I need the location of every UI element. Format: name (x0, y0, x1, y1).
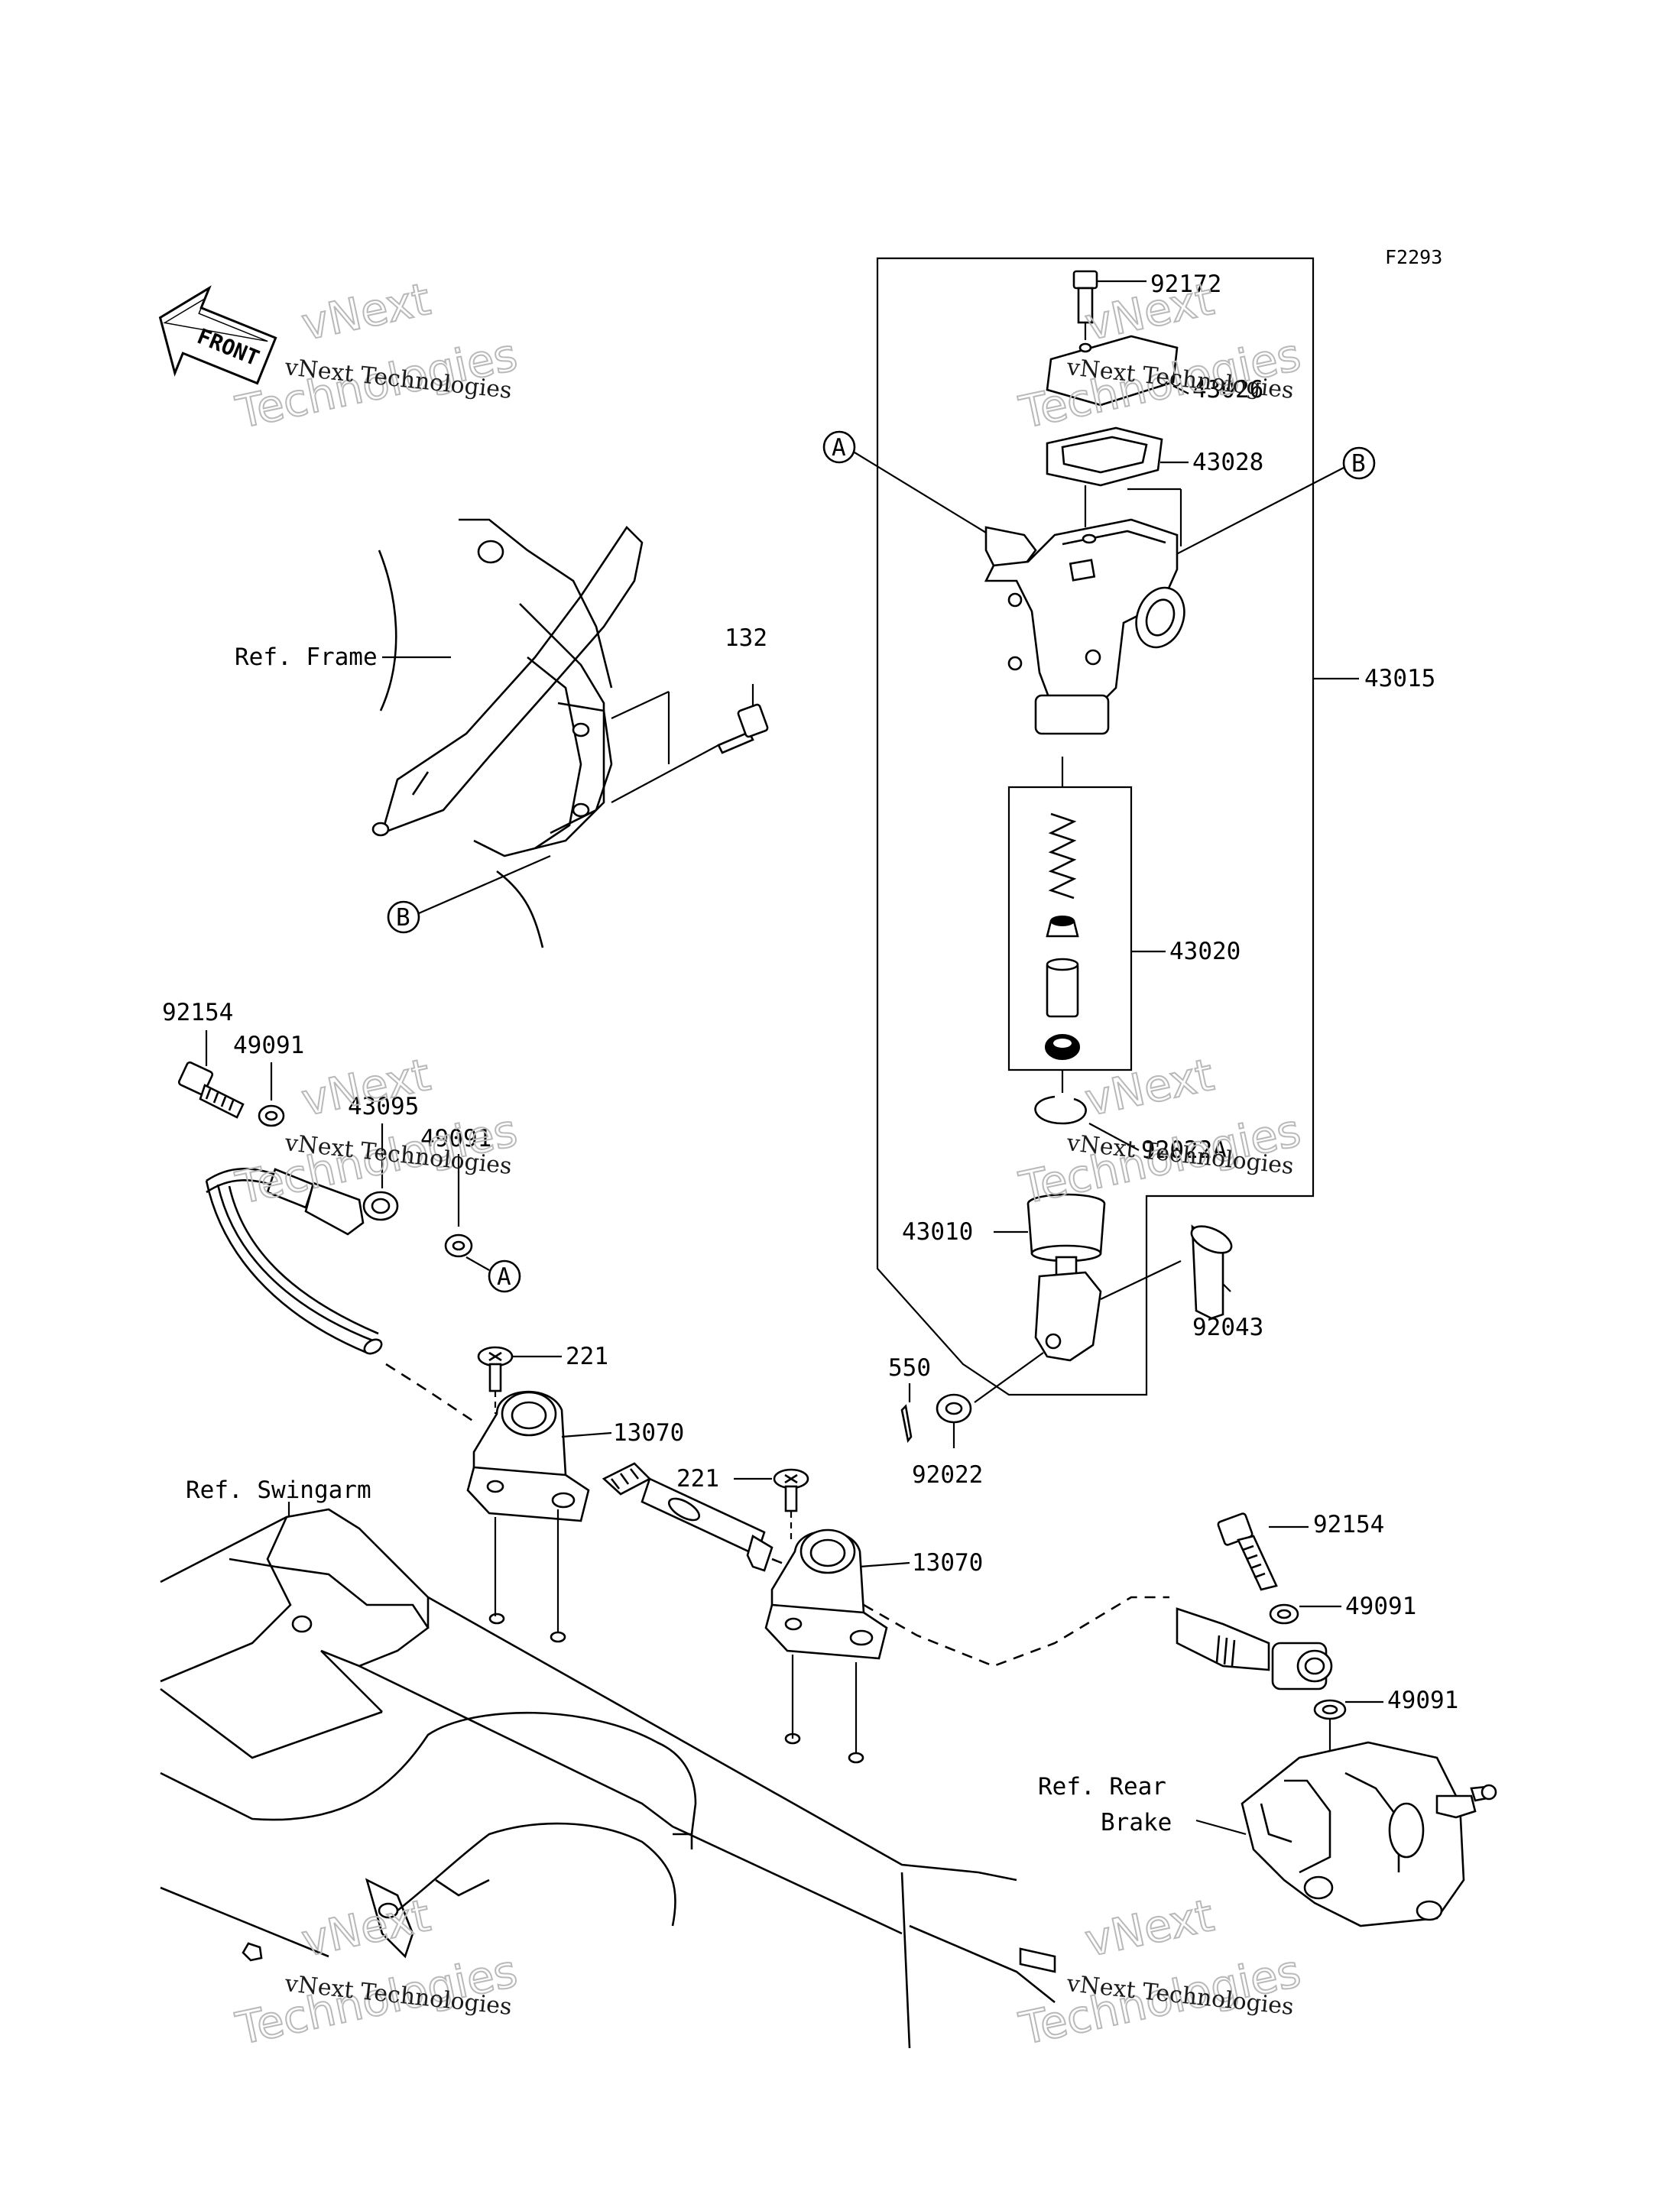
part-label-43095: 43095 (348, 1093, 419, 1120)
brake-hose-43095 (205, 1123, 475, 1423)
watermark-bottom-right: vNext Technologies vNext Technologies (1014, 1888, 1306, 2056)
clamp-13070-left (466, 1390, 612, 1632)
bolt-92172 (1072, 270, 1146, 340)
part-label-221-left: 221 (566, 1343, 608, 1370)
reservoir-cap-43026 (1046, 335, 1189, 407)
marker-a-hose-label: A (497, 1263, 511, 1291)
marker-a-hose-icon (488, 1259, 521, 1293)
ref-frame-label: Ref. Frame (235, 643, 378, 671)
part-label-43028: 43028 (1192, 449, 1263, 476)
part-label-49091-mid: 49091 (420, 1125, 491, 1152)
marker-a-label: A (832, 434, 846, 462)
part-label-92154-bot: 92154 (1313, 1511, 1384, 1538)
master-cylinder-assembly (876, 257, 1359, 1396)
part-label-43015: 43015 (1364, 665, 1435, 692)
pin-92043 (1100, 1224, 1233, 1320)
part-label-92043: 92043 (1192, 1314, 1263, 1341)
clamp-13070-right (764, 1528, 910, 1754)
part-label-550: 550 (888, 1354, 931, 1382)
piston-kit-43020 (1007, 786, 1166, 1093)
part-label-43020: 43020 (1169, 938, 1241, 965)
part-label-49091-bot2: 49091 (1387, 1687, 1458, 1714)
part-label-132: 132 (725, 624, 767, 652)
screw-221-right (734, 1468, 809, 1544)
marker-b-frame-icon (387, 900, 420, 934)
part-label-43026: 43026 (1192, 376, 1263, 404)
marker-a-icon (822, 430, 856, 464)
marker-b-label: B (1351, 450, 1366, 478)
watermark-bottom-left: vNext Technologies vNext Technologies (231, 1888, 523, 2056)
hose-to-caliper (863, 1596, 1169, 1668)
diaphragm-43028 (1046, 426, 1189, 527)
part-label-49091-bot1: 49091 (1345, 1593, 1416, 1620)
watermark-text-vnext: vNext (297, 1889, 435, 1967)
part-label-13070-left: 13070 (613, 1419, 684, 1447)
watermark-top-left: vNext Technologies vNext Technologies (231, 272, 523, 439)
watermark-text-vnext: vNext (1081, 1889, 1218, 1967)
part-label-13070-right: 13070 (912, 1549, 983, 1577)
banjo-bolt-92154-bot (1217, 1512, 1278, 1591)
watermark-mid-left: vNext Technologies vNext Technologies (231, 1048, 523, 1215)
reservoir-hose (602, 1462, 845, 1595)
ref-swingarm-label: Ref. Swingarm (186, 1477, 371, 1504)
swingarm-section (160, 1502, 1056, 2049)
rear-brake-caliper (1195, 1741, 1497, 1927)
banjo-bolt-92154-top (177, 1061, 245, 1119)
part-label-43010: 43010 (902, 1218, 973, 1246)
ref-rear-brake-line1: Ref. Rear (1038, 1773, 1166, 1801)
frame-section (371, 518, 719, 948)
watermark-mid-right: vNext Technologies vNext Technologies (1014, 1048, 1306, 1215)
circlip-92022a (1034, 1095, 1140, 1151)
watermark-text-vnext: vNext (1081, 1049, 1218, 1126)
diagram-code: F2293 (1385, 246, 1442, 268)
master-cylinder-body (984, 488, 1185, 735)
washer-92022 (936, 1352, 1044, 1448)
bolt-132 (717, 684, 769, 754)
marker-b-icon (1342, 446, 1376, 480)
part-label-221-right: 221 (676, 1465, 719, 1493)
part-label-92022a: 92022A (1141, 1136, 1227, 1164)
ref-rear-brake-line2: Brake (1101, 1809, 1172, 1836)
marker-b-frame-label: B (396, 904, 410, 932)
part-label-92022: 92022 (912, 1461, 983, 1489)
push-rod-43010 (994, 1193, 1106, 1362)
screw-221-left (477, 1346, 562, 1414)
cotter-pin-550 (900, 1383, 913, 1443)
watermark-text-vnext: vNext (297, 273, 435, 351)
part-label-92154-top: 92154 (162, 999, 233, 1026)
banjo-fitting (1176, 1607, 1333, 1690)
watermark-text-vnext: vNext (1081, 273, 1218, 351)
front-arrow-icon: FRONT (158, 285, 277, 385)
part-label-49091-top: 49091 (233, 1032, 304, 1059)
part-label-92172: 92172 (1150, 271, 1221, 298)
